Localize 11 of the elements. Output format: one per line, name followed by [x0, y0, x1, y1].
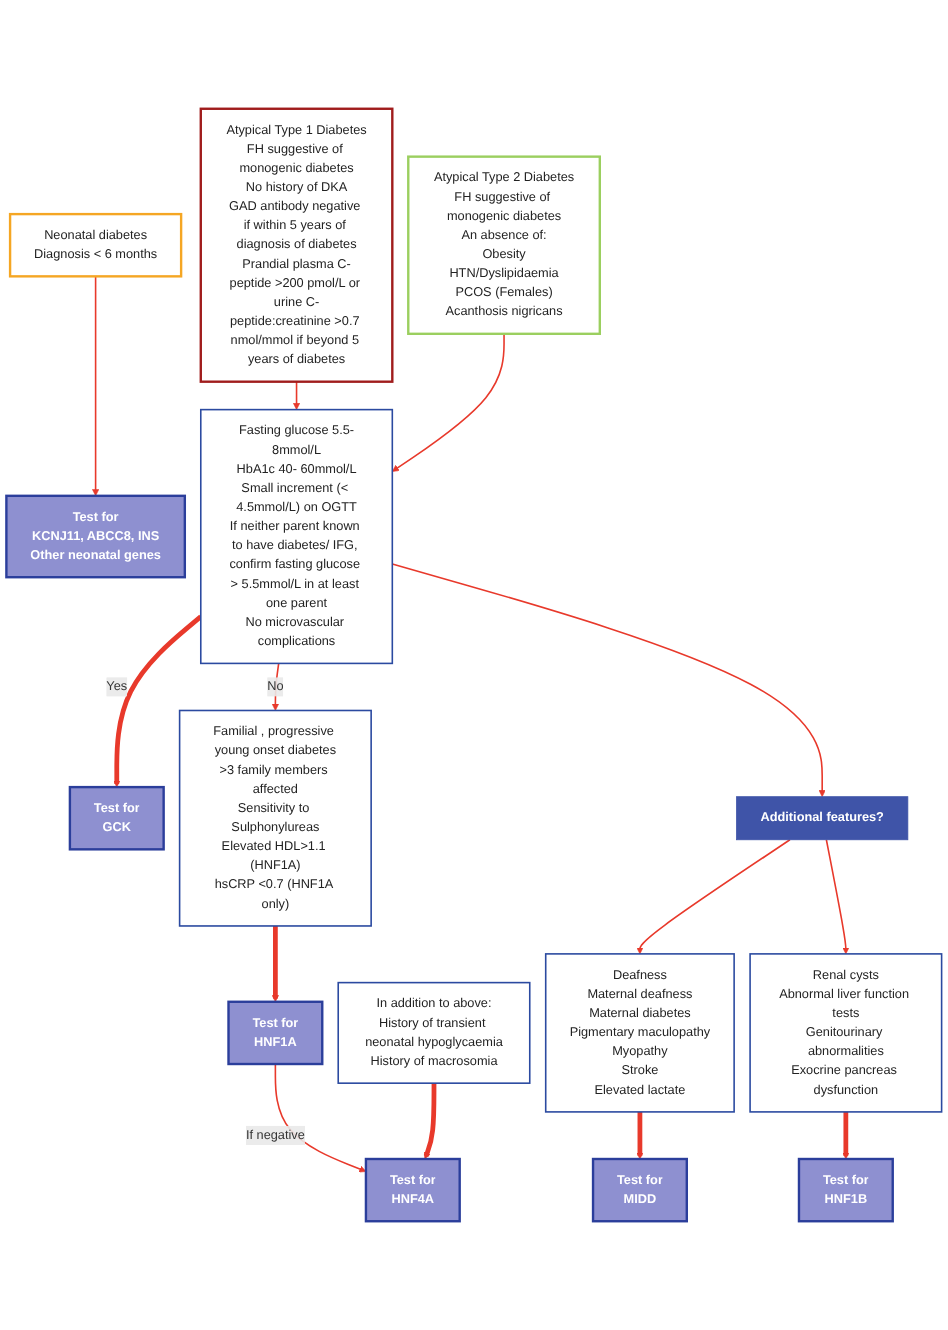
arrow [423, 1083, 437, 1160]
arrow [842, 1111, 850, 1160]
arrow [392, 333, 505, 472]
arrow [391, 563, 826, 797]
arrow [293, 380, 301, 410]
arrow [825, 838, 850, 955]
arrow [636, 1111, 644, 1160]
arrow [636, 838, 791, 955]
arrow [92, 275, 100, 497]
arrow [113, 614, 203, 788]
arrow [271, 925, 279, 1003]
